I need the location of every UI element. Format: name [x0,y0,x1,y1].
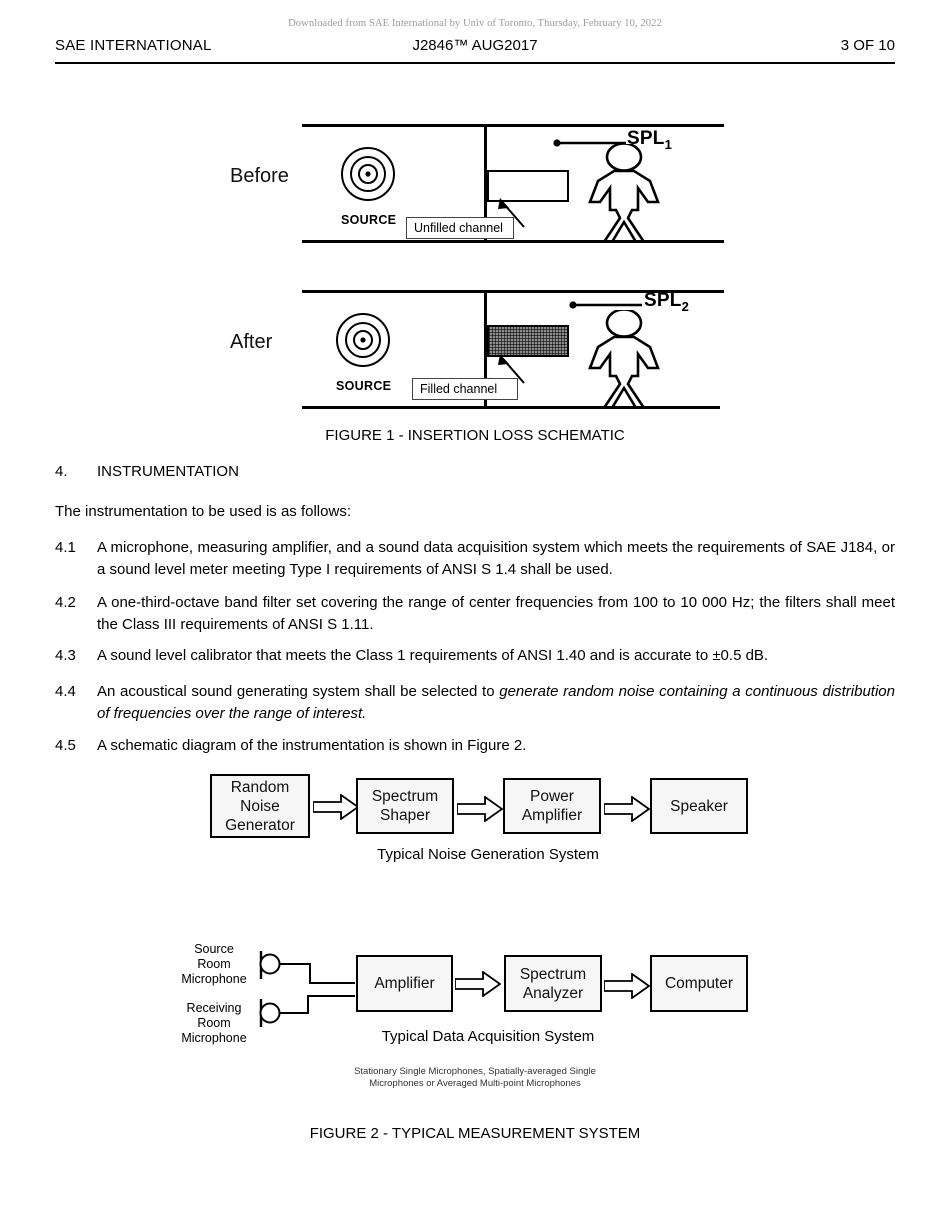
paragraph-4-2: 4.2 A one-third-octave band filter set c… [55,592,895,635]
section-number: 4. [55,463,68,480]
block-power-amplifier-label: Power Amplifier [521,788,583,824]
block-random-noise-generator: Random Noise Generator [210,774,310,838]
paragraph-4-1-text: A microphone, measuring amplifier, and a… [97,539,895,578]
header-divider-rule [55,62,895,64]
after-receiver-person-icon [588,310,660,408]
paragraph-4-2-text: A one-third-octave band filter set cover… [97,594,895,633]
arrow-shaper-to-amplifier [457,796,503,822]
block-amplifier: Amplifier [356,955,453,1012]
block-speaker-label: Speaker [670,797,728,815]
paragraph-4-4-italic: generate random noise containing a conti… [97,683,895,722]
spl1-leader-line [553,139,626,147]
receiver-person-icon [588,144,660,242]
after-ceiling-line [302,290,724,293]
before-floor-line [302,240,724,243]
microphone-wiring [259,951,355,1027]
spl1-subscript: 1 [664,136,672,152]
unfilled-channel-callout: Unfilled channel [406,217,514,239]
header-organization: SAE INTERNATIONAL [55,37,212,54]
after-panel-label: After [230,331,273,353]
before-panel-label: Before [230,165,289,187]
page-header: SAE INTERNATIONAL J2846™ AUG2017 3 OF 10 [55,37,895,59]
block-power-amplifier: Power Amplifier [503,778,601,834]
data-acquisition-diagram: Source Room Microphone Receiving Room Mi… [0,935,950,1060]
block-computer: Computer [650,955,748,1012]
paragraph-4-4-text: An acoustical sound generating system sh… [97,681,895,724]
source-room-microphone-label: Source Room Microphone [181,942,247,986]
unfilled-channel-box [487,170,569,202]
paragraph-4-4-plain: An acoustical sound generating system sh… [97,683,500,700]
filled-channel-box [487,325,569,357]
header-page-number: 3 OF 10 [840,37,895,54]
spl2-leader-line [569,301,642,309]
block-speaker: Speaker [650,778,748,834]
figure-1-caption: FIGURE 1 - INSERTION LOSS SCHEMATIC [325,427,625,444]
paragraph-4-3-number: 4.3 [55,647,76,664]
after-floor-line [302,406,720,409]
spl1-label: SPL1 [627,128,672,152]
header-document-number: J2846™ AUG2017 [412,37,538,54]
spl1-text: SPL [627,128,665,149]
after-source-label: SOURCE [336,379,392,393]
block-spectrum-shaper: Spectrum Shaper [356,778,454,834]
paragraph-4-3-text: A sound level calibrator that meets the … [97,647,769,664]
data-acquisition-caption: Typical Data Acquisition System [381,1028,595,1045]
paragraph-4-4-number: 4.4 [55,683,76,700]
arrow-amplifier-to-analyzer [455,971,501,997]
spl2-subscript: 2 [681,298,689,314]
block-amplifier-label: Amplifier [374,975,435,992]
before-source-label: SOURCE [341,213,397,227]
section-intro-text: The instrumentation to be used is as fol… [55,503,351,520]
after-source-icon [336,313,390,367]
noise-generation-caption: Typical Noise Generation System [377,846,599,863]
block-spectrum-analyzer: Spectrum Analyzer [504,955,602,1012]
after-callout-arrow [498,354,525,384]
paragraph-4-3: 4.3 A sound level calibrator that meets … [55,645,895,667]
block-random-noise-generator-label: Random Noise Generator [225,778,295,834]
paragraph-4-5-number: 4.5 [55,737,76,754]
figure-1-insertion-loss-schematic: Before SOURCE Unfilled channel SPL1 [0,100,950,420]
block-computer-label: Computer [664,975,734,992]
paragraph-4-4: 4.4 An acoustical sound generating syste… [55,681,895,724]
microphone-footnote-line-1: Stationary Single Microphones, Spatially… [354,1066,596,1077]
arrow-generator-to-shaper [313,794,359,820]
paragraph-4-1: 4.1 A microphone, measuring amplifier, a… [55,537,895,580]
block-spectrum-shaper-label: Spectrum Shaper [371,788,439,824]
paragraph-4-2-number: 4.2 [55,594,76,611]
paragraph-4-5-text: A schematic diagram of the instrumentati… [97,737,527,754]
spl2-label: SPL2 [644,290,689,314]
section-title: INSTRUMENTATION [97,463,239,480]
figure-2-caption: FIGURE 2 - TYPICAL MEASUREMENT SYSTEM [309,1125,641,1142]
noise-generation-diagram: Random Noise Generator Spectrum Shaper P… [0,770,950,880]
paragraph-4-5: 4.5 A schematic diagram of the instrumen… [55,735,895,757]
block-spectrum-analyzer-label: Spectrum Analyzer [519,965,587,1002]
spl2-text: SPL [644,290,682,311]
arrow-amplifier-to-speaker [604,796,650,822]
source-icon [341,147,395,201]
arrow-analyzer-to-computer [604,973,650,999]
section-heading: 4. INSTRUMENTATION [55,463,239,480]
after-partition-wall [484,290,487,409]
microphone-footnote-line-2: Microphones or Averaged Multi-point Micr… [369,1078,581,1089]
paragraph-4-1-number: 4.1 [55,539,76,556]
filled-channel-callout: Filled channel [412,378,518,400]
before-partition-wall [484,124,487,243]
before-ceiling-line [302,124,724,127]
before-callout-arrow [498,198,525,228]
download-watermark: Downloaded from SAE International by Uni… [288,18,662,29]
receiving-room-microphone-label: Receiving Room Microphone [181,1001,247,1045]
